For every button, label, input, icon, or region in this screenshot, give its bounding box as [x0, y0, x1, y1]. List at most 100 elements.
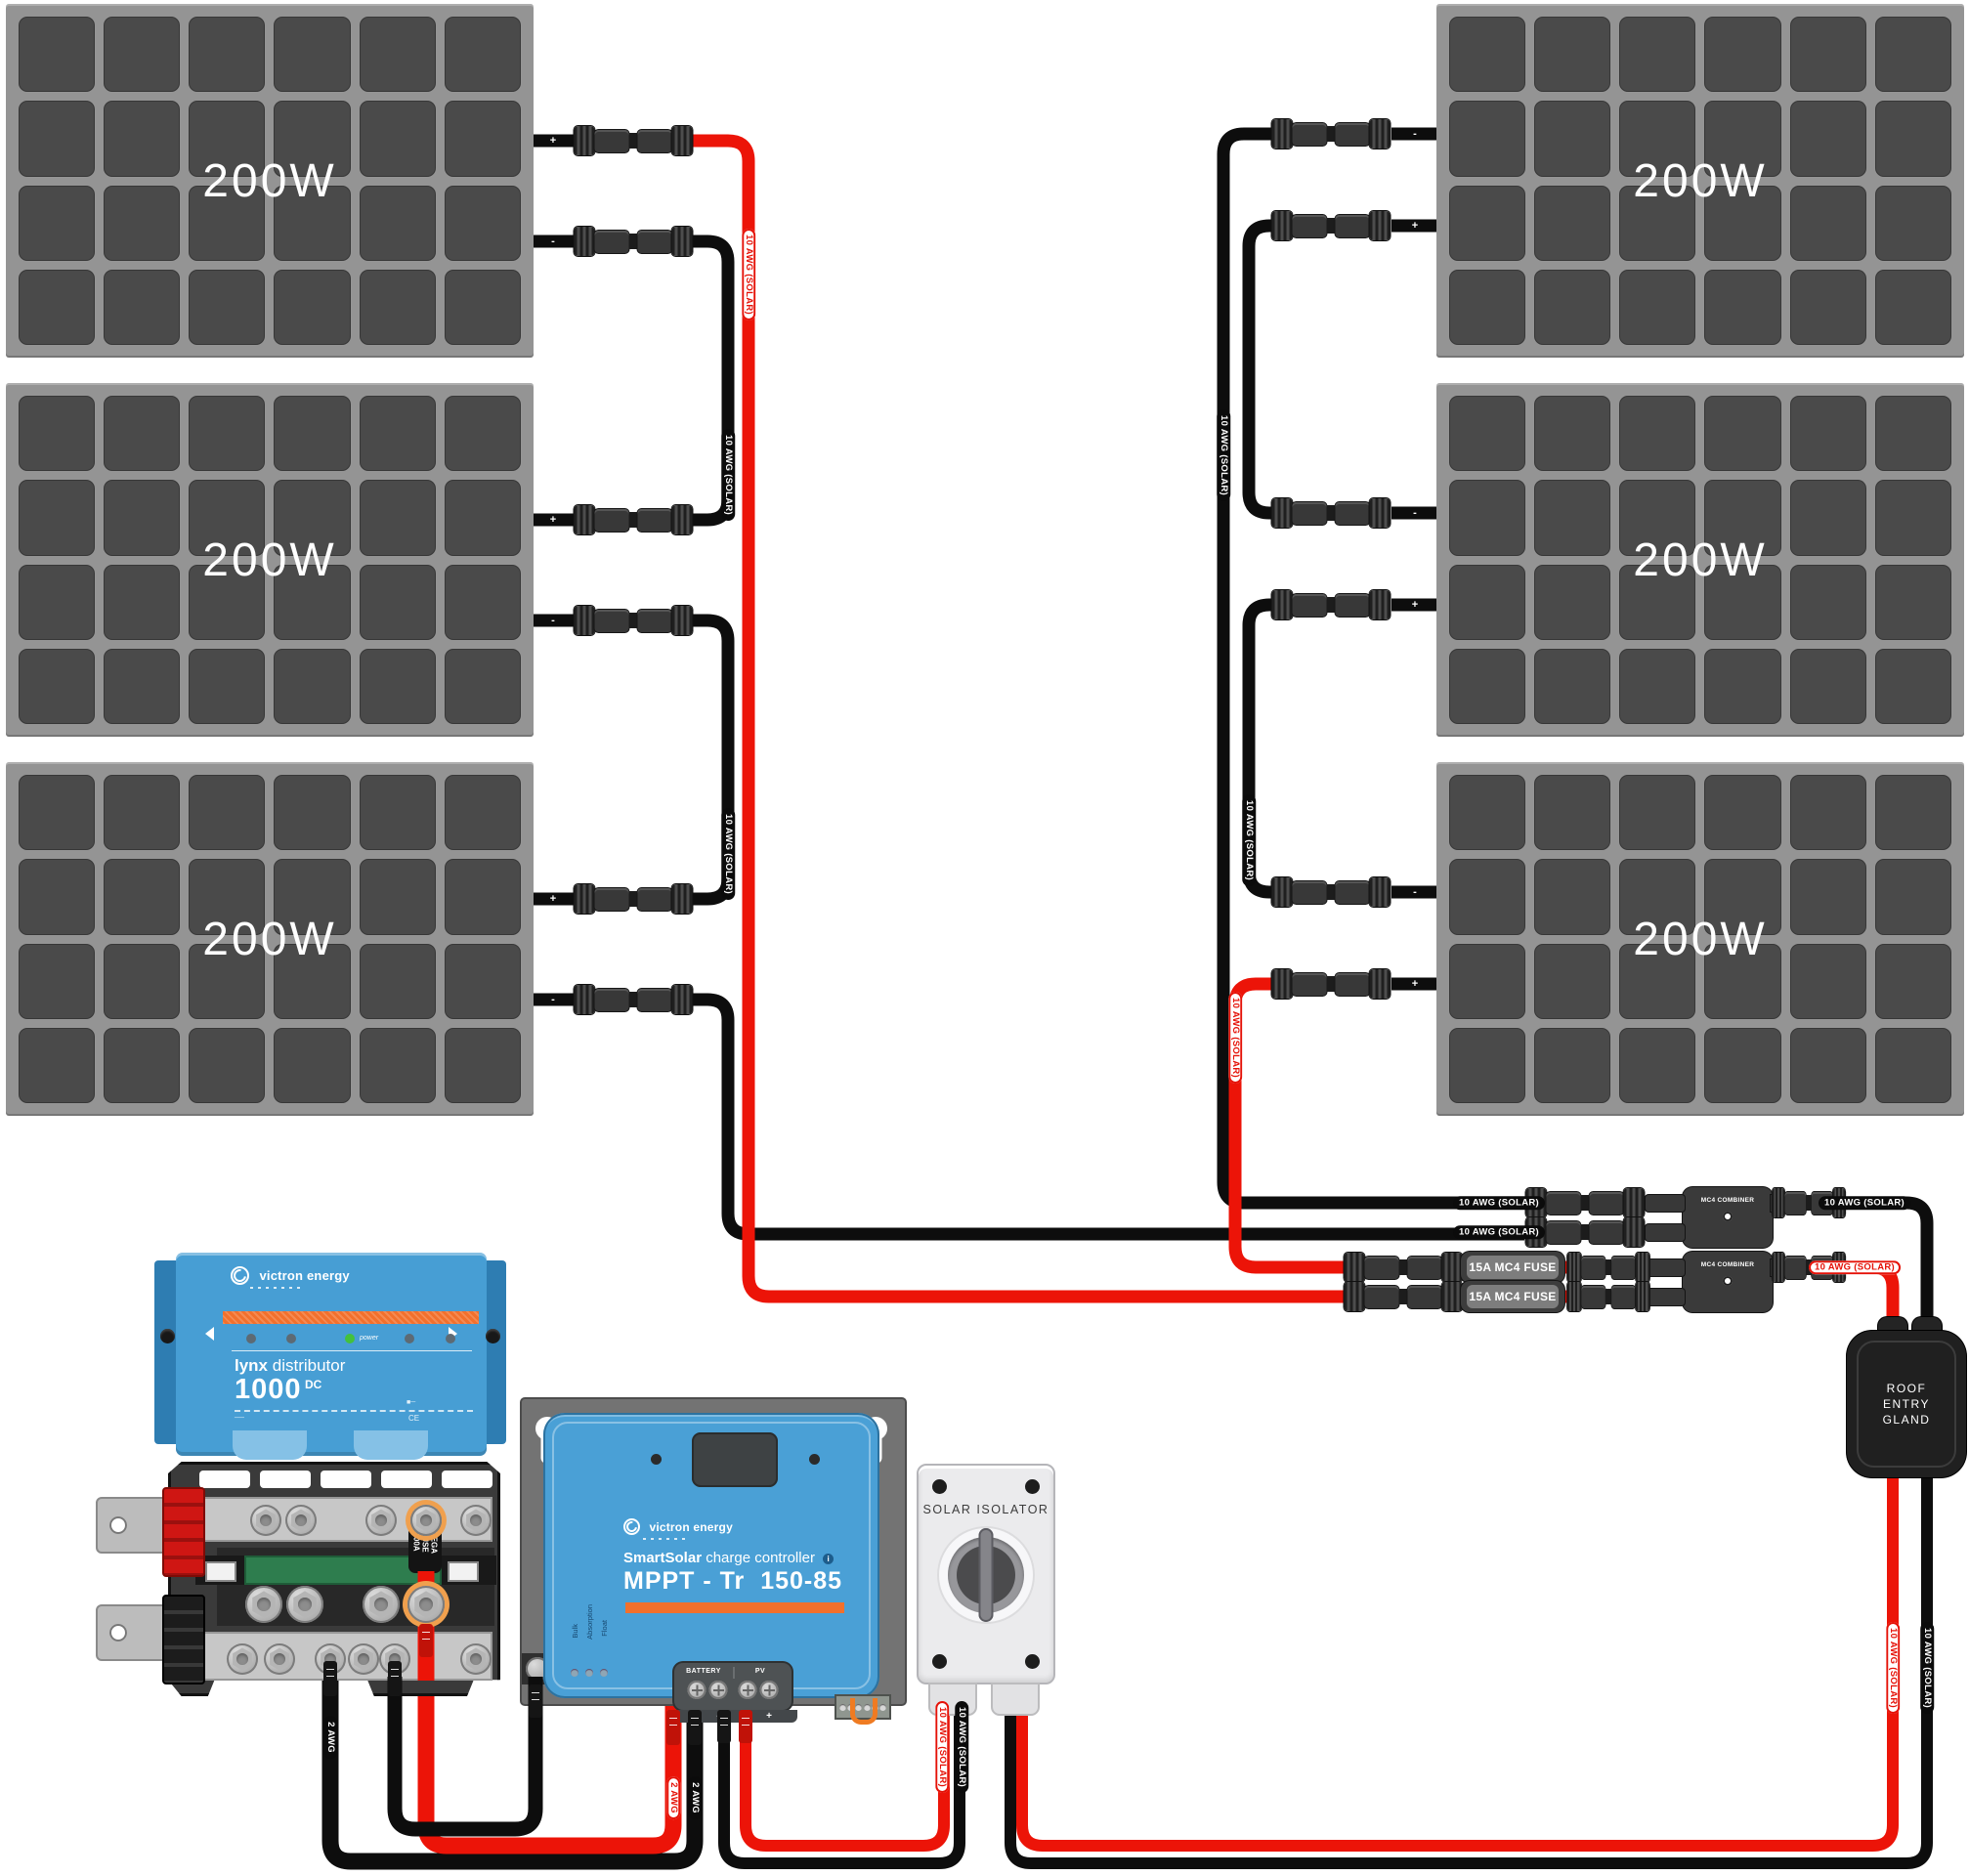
- panel-cell: [274, 480, 351, 556]
- panel-cell: [1449, 101, 1526, 177]
- right-string-positive: [1228, 977, 1348, 1274]
- mc4-part: [628, 133, 638, 149]
- mc4-part: [1369, 211, 1391, 240]
- orange-bar: [625, 1602, 844, 1613]
- mc4-part: [628, 992, 638, 1007]
- mc4-part: [637, 887, 672, 911]
- panel-cell: [1789, 269, 1866, 345]
- panel-wattage: 200W: [202, 154, 337, 207]
- screw-icon: [932, 1654, 947, 1669]
- screw-icon: [1025, 1654, 1040, 1669]
- panel-cell: [1789, 648, 1866, 724]
- panel-cell: [444, 480, 521, 556]
- panel-cells: [1449, 17, 1951, 345]
- panel-cell: [1874, 943, 1951, 1019]
- combiner-arm: [1646, 1259, 1685, 1276]
- mc4-part: [1784, 1191, 1807, 1215]
- mc4-part: [1623, 1188, 1645, 1217]
- positive-lug: [162, 1487, 205, 1577]
- divider: [232, 1350, 472, 1351]
- panel-cell: [1619, 185, 1696, 261]
- busbar-nut: [460, 1643, 492, 1675]
- pv-positive-wire: [740, 1700, 950, 1852]
- right-series-loop-1: [1242, 219, 1280, 520]
- panel-cell: [1704, 480, 1781, 556]
- mc4-part: [1326, 218, 1336, 234]
- polarity-sign: -: [551, 235, 555, 247]
- mc4-part: [1589, 1191, 1624, 1215]
- panel-cell: [1534, 396, 1611, 472]
- solar-panel: 200W: [1436, 762, 1964, 1116]
- mc4-part: [1271, 877, 1293, 907]
- panel-cell: [1619, 775, 1696, 851]
- panel-cell: [104, 859, 181, 935]
- float-led-icon: [600, 1669, 608, 1677]
- panel-cell: [1619, 859, 1696, 935]
- panel-cell: [19, 648, 96, 724]
- negative-lug-tab: [96, 1604, 168, 1661]
- polarity-sign: -: [1413, 886, 1417, 898]
- mc4-connector-pair: [574, 606, 693, 635]
- panel-cell: [19, 17, 96, 93]
- panel-cell: [104, 17, 181, 93]
- panel-cells: [19, 17, 521, 345]
- mc4-connector-pair: [1271, 590, 1391, 619]
- busbar-slot: [381, 1471, 432, 1488]
- mc4-part: [1398, 1289, 1408, 1304]
- mc4-part: [671, 126, 693, 155]
- brand-name: victron energy: [259, 1267, 350, 1283]
- panel-cell: [1449, 269, 1526, 345]
- solar-isolator: SOLAR ISOLATOR: [917, 1464, 1055, 1716]
- panel-cell: [189, 859, 266, 935]
- mc4-part: [574, 884, 595, 914]
- mc4-part: [637, 129, 672, 152]
- wire-gauge-label: 10 AWG (SOLAR): [721, 808, 735, 900]
- panel-cell: [1449, 396, 1526, 472]
- wire-tag: [529, 1684, 542, 1718]
- wire-gauge-label: 10 AWG (SOLAR): [742, 229, 755, 320]
- screw-icon: [1025, 1479, 1040, 1494]
- panel-cell: [1534, 859, 1611, 935]
- mc4-connector-pair: [574, 126, 693, 155]
- mc4-part: [628, 891, 638, 907]
- panel-cell: [274, 17, 351, 93]
- mppt-model: MPPT - Tr 150-85: [623, 1567, 842, 1596]
- wire-gauge-label: 2 AWG: [666, 1776, 680, 1819]
- mc4-part: [1566, 1282, 1582, 1311]
- mc4-part: [628, 234, 638, 249]
- busbar-nut: [460, 1505, 492, 1536]
- wire-gauge-label: 10 AWG (SOLAR): [1819, 1196, 1910, 1210]
- gland-inner-outline: [1857, 1341, 1956, 1468]
- mc4-part: [1589, 1220, 1624, 1244]
- panel-cell: [444, 943, 521, 1019]
- info-icon: i: [823, 1553, 835, 1564]
- mc4-part: [1772, 1188, 1785, 1217]
- wire-gauge-label: 10 AWG (SOLAR): [1217, 409, 1230, 501]
- mc4-part: [1326, 597, 1336, 613]
- panel-cell: [1789, 480, 1866, 556]
- panel-cell: [444, 17, 521, 93]
- lynx-gland-tab: [354, 1430, 428, 1460]
- victron-logo: victron energy: [231, 1266, 350, 1289]
- panel-cell: [359, 269, 436, 345]
- panel-cell: [444, 775, 521, 851]
- panel-cell: [359, 185, 436, 261]
- mc4-connector-pair: [574, 505, 693, 534]
- mc4-part: [1364, 1285, 1399, 1308]
- panel-cell: [1874, 564, 1951, 640]
- brand-subtext: [643, 1538, 686, 1540]
- mc4-fuse-2: 15A MC4 FUSE: [1461, 1281, 1564, 1312]
- panel-wattage: 200W: [202, 913, 337, 965]
- panel-cell: [104, 269, 181, 345]
- panel-cell: [274, 101, 351, 177]
- panel-cell: [1704, 1027, 1781, 1103]
- panel-cell: [19, 1027, 96, 1103]
- mc4-part: [671, 606, 693, 635]
- mc4-part: [594, 129, 629, 152]
- panel-cell: [274, 269, 351, 345]
- lug-hole: [109, 1624, 127, 1642]
- busbar-slot: [199, 1471, 250, 1488]
- panel-cell: [1619, 1027, 1696, 1103]
- panel-wattage: 200W: [1633, 533, 1768, 586]
- mc4-part: [1326, 884, 1336, 900]
